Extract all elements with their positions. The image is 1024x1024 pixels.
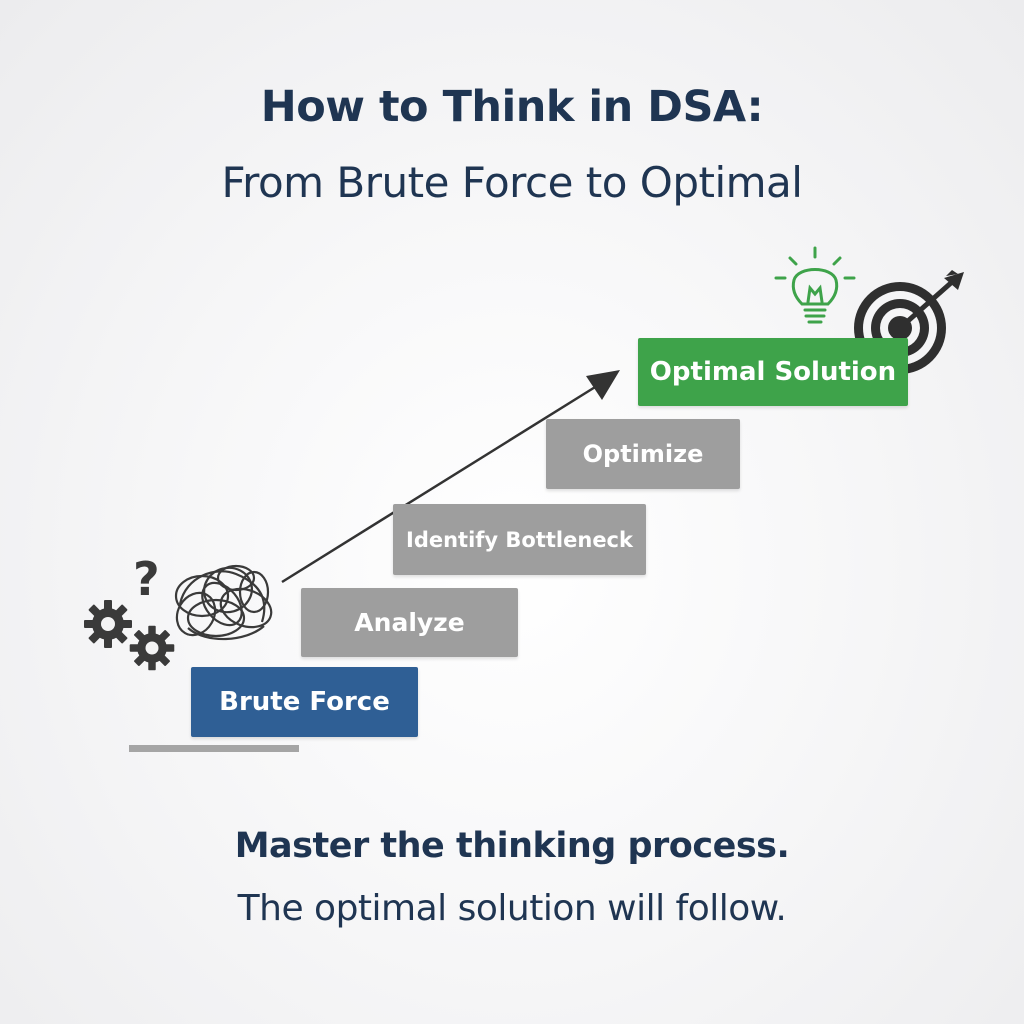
- step-identify-bottleneck: Identify Bottleneck: [393, 504, 646, 575]
- gear-icon: [84, 600, 132, 648]
- staircase-base-line: [129, 745, 299, 752]
- page-subtitle: From Brute Force to Optimal: [221, 158, 803, 207]
- gear-icon: [129, 625, 175, 671]
- step-brute-force: Brute Force: [191, 667, 418, 737]
- question-mark-icon: ?: [133, 552, 160, 606]
- page-title: How to Think in DSA:: [260, 82, 764, 132]
- lightbulb-icon: [774, 246, 856, 324]
- step-analyze: Analyze: [301, 588, 518, 657]
- growth-arrow-icon: [281, 370, 620, 584]
- tagline-secondary: The optimal solution will follow.: [237, 888, 787, 929]
- step-optimize: Optimize: [546, 419, 740, 489]
- step-optimal-solution: Optimal Solution: [638, 338, 908, 406]
- tagline-primary: Master the thinking process.: [234, 826, 790, 866]
- tangled-thoughts-icon: [174, 564, 273, 641]
